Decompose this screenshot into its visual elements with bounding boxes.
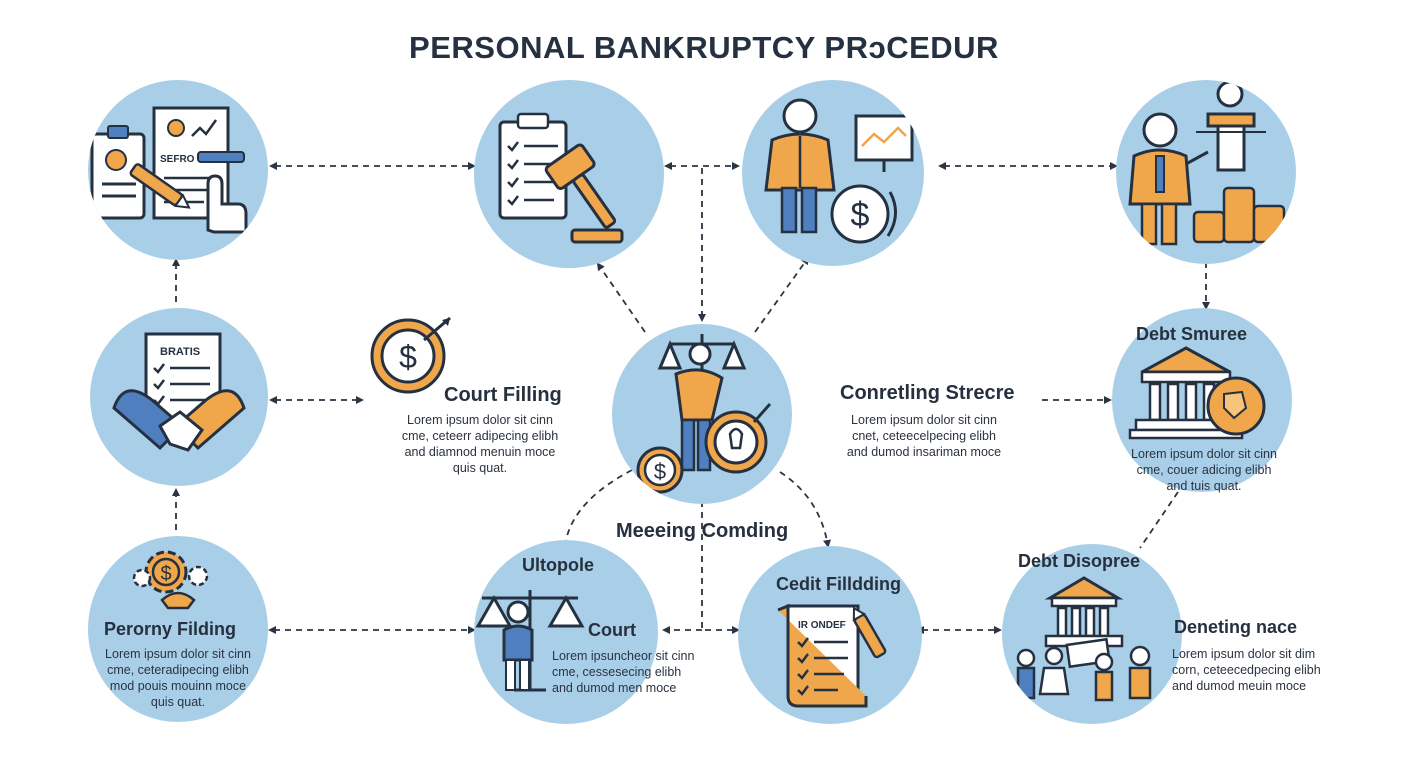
page-title: PERSONAL BANKRUPTCY PRɔCEDUR	[409, 30, 999, 65]
node-ultopole	[474, 540, 658, 724]
presentation-board-icon	[854, 114, 914, 172]
person-icon	[1128, 112, 1209, 246]
arrow-n7-mid	[701, 490, 740, 634]
pen-icon	[129, 163, 191, 209]
deneting-label: Deneting nace	[1174, 617, 1298, 637]
person-icon	[764, 98, 836, 234]
bank-building-icon	[1044, 576, 1124, 669]
meeing-label: Meeeing Comding	[616, 520, 789, 542]
node-cedit: IR ONDEF	[738, 546, 922, 724]
cedit-label: Cedit Filldding	[776, 574, 901, 594]
debt-smuree-label: Debt Smuree	[1136, 324, 1248, 344]
perorny-label: Perorny Filding	[104, 619, 237, 639]
court-filling-label: Court Filling	[444, 384, 562, 406]
coin-stack-icon	[1192, 186, 1286, 244]
document-badge: SEFRO	[160, 154, 195, 165]
debt-smuree-desc: Lorem ipsum dolor sit cinn cme, couer ad…	[1131, 447, 1277, 493]
clipboard-icon	[90, 106, 248, 234]
conretling-desc: Lorem ipsum dolor sit cinn cnet, ceteece…	[846, 413, 1002, 459]
podium-icon	[1196, 80, 1266, 172]
node-debt-smuree	[1112, 308, 1292, 492]
node-perorny: $	[88, 536, 268, 722]
ultopole-label: Ultopole	[522, 555, 594, 575]
dollar-target-icon: $	[370, 316, 451, 394]
svg-text:$: $	[160, 563, 171, 585]
court-label: Court	[588, 620, 636, 640]
dollar-cycle-icon: $	[830, 184, 897, 244]
perorny-desc: Lorem ipsum dolor sit cinn cme, ceteradi…	[105, 647, 251, 709]
node-counseling: $	[742, 80, 924, 266]
person-icon	[674, 342, 724, 472]
node-filing	[474, 80, 664, 268]
node-hub: $	[612, 324, 792, 504]
pen-icon	[852, 606, 887, 659]
court-filling-desc: Lorem ipsum dolor sit cinn cme, ceteerr …	[401, 413, 559, 475]
node-debt-disopree	[1002, 544, 1182, 724]
court-desc: Lorem ipsuncheor sit cinn cme, cesseseci…	[552, 649, 695, 695]
deneting-desc: Lorem ipsum dolor sit dim corn, ceteeced…	[1172, 647, 1321, 693]
handshake-icon	[112, 389, 246, 452]
people-icon	[1016, 645, 1152, 702]
form-document-icon	[777, 603, 887, 708]
svg-text:$: $	[851, 196, 870, 234]
person-icon	[502, 600, 534, 691]
hand-pointer-icon	[206, 174, 248, 234]
dollar-coin-icon: $	[636, 446, 684, 494]
document-badge: IR ONDEF	[798, 620, 846, 631]
conretling-label: Conretling Strecre	[840, 382, 1015, 404]
node-intake: SEFRO	[88, 80, 268, 260]
debt-disopree-label: Debt Disopree	[1018, 551, 1141, 571]
lightbulb-target-icon	[704, 403, 772, 474]
gear-dollar-icon: $	[132, 550, 209, 610]
node-agreement: BRATIS	[90, 308, 268, 486]
arrow-n7-n3	[754, 256, 810, 333]
scales-icon	[475, 590, 585, 692]
arrow-n8-n12	[1139, 491, 1179, 549]
clock-icon	[1206, 376, 1266, 436]
svg-text:$: $	[399, 339, 417, 375]
gavel-icon	[498, 112, 624, 244]
checklist-icon	[507, 141, 558, 206]
document-badge: BRATIS	[160, 346, 201, 358]
arrow-n7-n2	[596, 262, 646, 333]
svg-text:$: $	[654, 459, 666, 484]
arrow-n7-n11	[779, 471, 831, 548]
node-trustee	[1116, 80, 1296, 264]
arrow-n7-n10	[565, 469, 633, 541]
